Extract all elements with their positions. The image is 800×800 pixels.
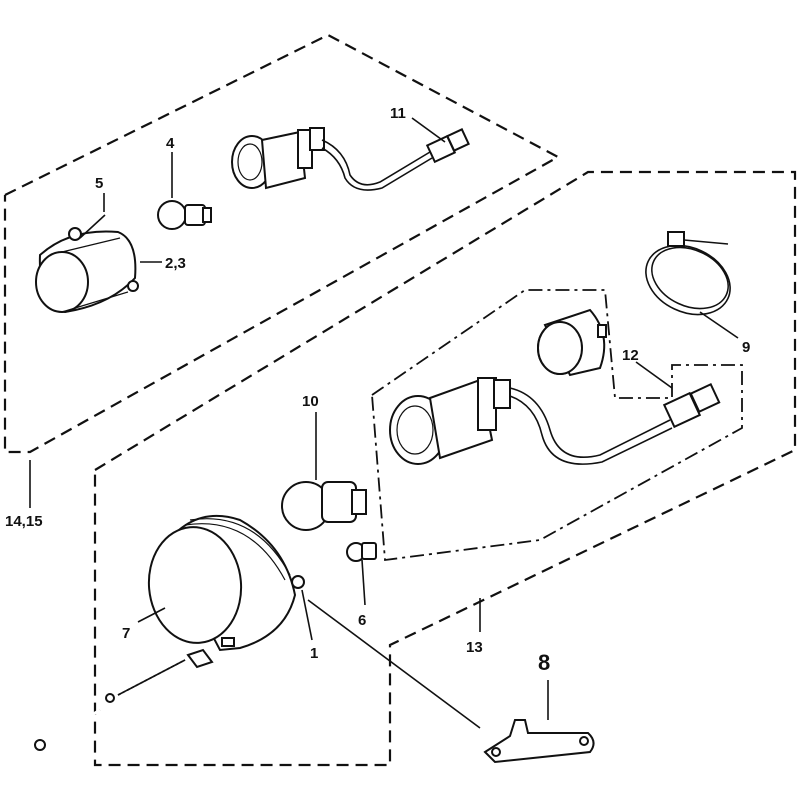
group-outline-13 bbox=[93, 170, 797, 767]
bracket-8 bbox=[483, 719, 595, 764]
adjuster-hardware bbox=[34, 648, 214, 751]
main-lamp-7 bbox=[147, 514, 305, 652]
small-lamp-housing bbox=[35, 227, 139, 314]
label-part-1: 1 bbox=[310, 645, 318, 662]
label-part-7: 7 bbox=[122, 625, 130, 642]
label-part-9: 9 bbox=[742, 339, 750, 356]
main-socket bbox=[389, 377, 721, 465]
bulb-10 bbox=[281, 481, 367, 531]
socket-11 bbox=[231, 127, 470, 191]
label-part-11: 11 bbox=[390, 105, 406, 122]
screw-5 bbox=[79, 214, 106, 239]
label-part-4: 4 bbox=[166, 135, 175, 152]
label-part-12: 12 bbox=[622, 347, 639, 364]
leader-lines bbox=[29, 117, 739, 729]
clamp-9 bbox=[645, 231, 731, 316]
label-part-14-15: 14,15 bbox=[5, 513, 43, 530]
group-outline-14-15 bbox=[3, 33, 561, 454]
bulb-6 bbox=[346, 542, 377, 562]
label-part-13: 13 bbox=[466, 639, 483, 656]
small-bulb-4 bbox=[157, 200, 212, 230]
lamp-cup bbox=[537, 308, 607, 377]
label-part-2-3: 2,3 bbox=[165, 255, 186, 272]
label-part-6: 6 bbox=[358, 612, 366, 629]
label-part-5: 5 bbox=[95, 175, 103, 192]
group-outline-12 bbox=[371, 289, 743, 562]
label-part-8: 8 bbox=[538, 650, 550, 675]
label-part-10: 10 bbox=[302, 393, 319, 410]
